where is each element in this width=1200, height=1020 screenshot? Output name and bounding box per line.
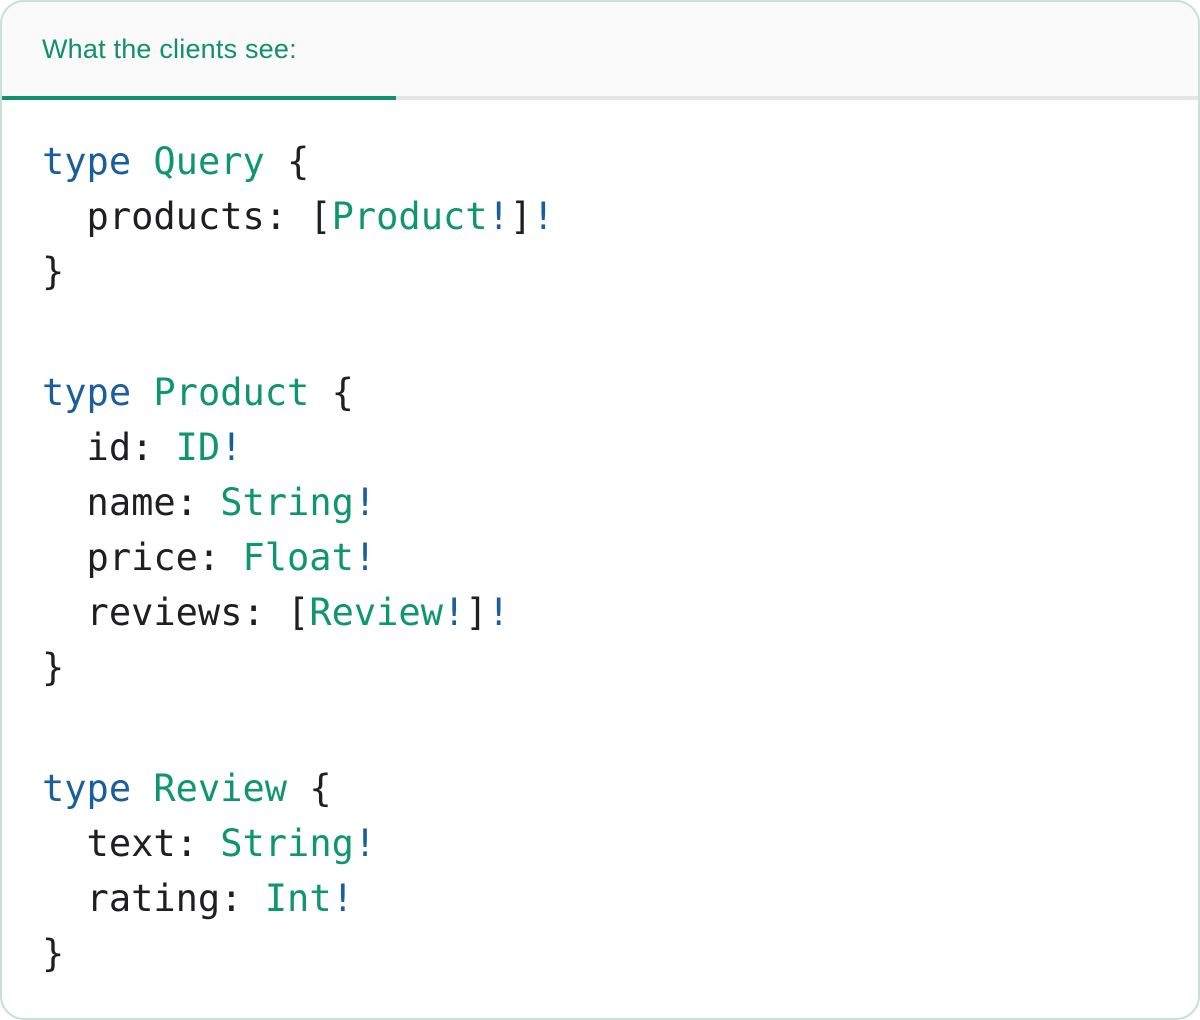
code-token-pl (131, 767, 153, 810)
code-line: } (42, 926, 1158, 981)
code-block-query: type Query { products: [Product!]!} (42, 134, 1158, 299)
tab-what-clients-see[interactable]: What the clients see: (42, 33, 297, 64)
code-token-ty: String (220, 481, 354, 524)
code-token-pl: } (42, 932, 65, 975)
code-token-kw: ! (487, 195, 510, 238)
code-line: } (42, 244, 1158, 299)
code-token-kw: type (42, 371, 132, 414)
code-token-kw: ! (487, 591, 510, 634)
code-token-pl: } (42, 646, 65, 689)
code-token-kw: ! (353, 536, 377, 579)
code-block-review: type Review { text: String! rating: Int!… (42, 761, 1158, 981)
code-token-kw: type (42, 140, 132, 183)
code-token-kw: ! (353, 481, 377, 524)
code-token-kw: ! (220, 426, 243, 469)
code-token-pl: } (42, 250, 65, 293)
code-token-ty: Float (242, 536, 354, 579)
code-token-ty: Review (153, 767, 288, 810)
code-token-pl: ] (465, 591, 488, 634)
code-token-pl (131, 371, 153, 414)
code-token-ty: String (220, 822, 354, 865)
active-tab-indicator (2, 96, 396, 100)
code-token-kw: ! (442, 591, 466, 634)
code-token-ty: Product (153, 371, 310, 414)
tab-bar-divider (2, 96, 1198, 100)
code-token-ty: Review (309, 591, 443, 634)
code-token-pl (131, 140, 153, 183)
code-token-pl: price: (42, 536, 243, 579)
code-token-ty: Product (331, 195, 488, 238)
code-token-kw: ! (532, 195, 555, 238)
code-line: text: String! (42, 816, 1158, 871)
code-token-pl: rating: (42, 877, 265, 920)
code-token-pl: reviews: [ (42, 591, 310, 634)
code-token-ty: Int (264, 877, 332, 920)
code-token-kw: ! (353, 822, 377, 865)
code-token-pl: { (264, 140, 310, 183)
code-line: type Review { (42, 761, 1158, 816)
code-line: id: ID! (42, 420, 1158, 475)
code-line: reviews: [Review!]! (42, 585, 1158, 640)
code-line: name: String! (42, 475, 1158, 530)
code-token-pl: products: [ (42, 195, 332, 238)
code-line: rating: Int! (42, 871, 1158, 926)
code-token-pl: { (309, 371, 354, 414)
code-line: products: [Product!]! (42, 189, 1158, 244)
code-token-pl: { (287, 767, 332, 810)
code-token-pl: text: (42, 822, 221, 865)
code-token-pl: id: (42, 426, 176, 469)
code-line: type Query { (42, 134, 1158, 189)
code-token-ty: ID (175, 426, 221, 469)
code-line: } (42, 640, 1158, 695)
code-line: price: Float! (42, 530, 1158, 585)
code-token-kw: ! (331, 877, 354, 920)
tab-bar: What the clients see: (2, 2, 1198, 96)
code-token-pl: name: (42, 481, 221, 524)
code-token-ty: Query (153, 140, 265, 183)
code-token-pl: ] (509, 195, 533, 238)
graphql-schema-code: type Query { products: [Product!]!}type … (2, 100, 1198, 1018)
code-block-product: type Product { id: ID! name: String! pri… (42, 365, 1158, 695)
code-line: type Product { (42, 365, 1158, 420)
code-token-kw: type (42, 767, 132, 810)
